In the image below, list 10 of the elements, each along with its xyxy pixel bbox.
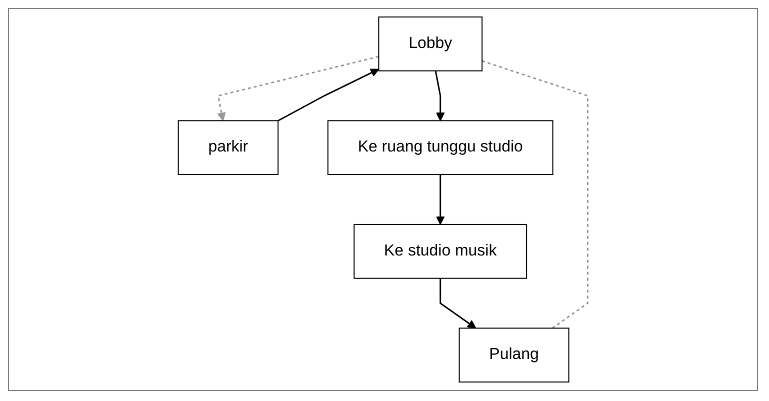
process-box: Ke ruang tunggu studio <box>327 120 554 176</box>
arrow <box>436 174 445 225</box>
arrow <box>434 70 445 122</box>
process-box: Ke studio musik <box>354 224 528 279</box>
arrow <box>440 278 476 329</box>
arrow <box>217 56 379 122</box>
process-box: parkir <box>178 120 279 176</box>
process-box: Pulang <box>458 328 570 383</box>
process-box: Lobby <box>378 16 483 72</box>
arrow <box>278 68 380 122</box>
